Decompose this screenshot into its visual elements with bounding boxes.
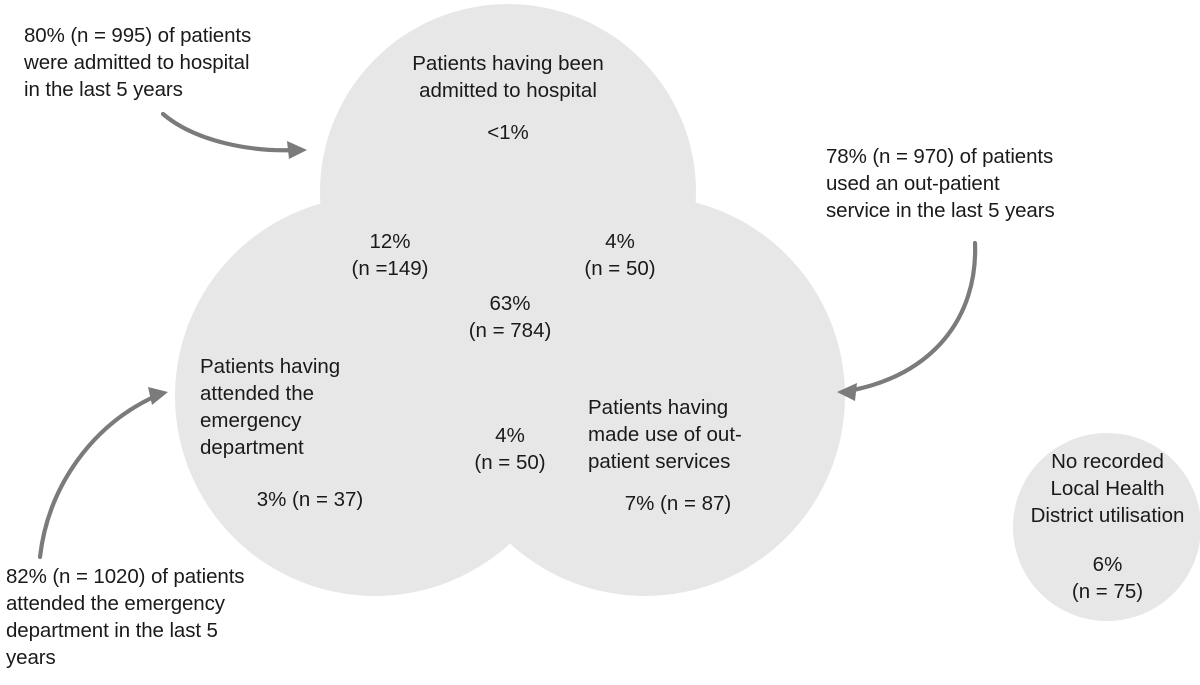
intersection-value-hospital-outpatient: 4% (n = 50) <box>584 230 656 281</box>
set-label-hospital: Patients having been admitted to hospita… <box>412 52 604 103</box>
set-value-emergency: 3% (n = 37) <box>256 488 364 511</box>
venn-circle-group <box>175 4 845 596</box>
venn-circle-outpatient <box>445 196 845 596</box>
arrow-line-admitted <box>160 111 299 153</box>
intersection-value-emergency-hospital: 12% (n =149) <box>351 230 429 281</box>
annotation-outpatient-services: 78% (n = 970) of patients used an out-pa… <box>826 145 1055 223</box>
set-value-no-utilisation: 6% (n = 75) <box>1071 553 1144 604</box>
arrow-line-outpatient <box>845 240 978 394</box>
venn-circle-no-utilisation <box>1013 433 1200 621</box>
callout-arrows <box>37 111 978 560</box>
annotation-hospital-admissions: 80% (n = 995) of patients were admitted … <box>24 24 252 102</box>
callout-arrowheads <box>148 141 857 405</box>
intersection-value-emergency-outpatient: 4% (n = 50) <box>474 424 546 475</box>
arrow-head-outpatient <box>837 383 857 401</box>
set-value-outpatient: 7% (n = 87) <box>624 492 732 515</box>
annotation-emergency-department: 82% (n = 1020) of patients attended the … <box>6 565 245 670</box>
set-label-emergency: Patients having attended the emergency d… <box>200 355 341 460</box>
set-label-outpatient: Patients having made use of out- patient… <box>588 396 742 474</box>
set-value-hospital: <1% <box>487 121 529 144</box>
arrow-head-emergency <box>148 387 168 405</box>
arrow-line-emergency <box>37 392 161 560</box>
intersection-value-all-three: 63% (n = 784) <box>468 292 552 343</box>
set-label-no-utilisation: No recorded Local Health District utilis… <box>1030 450 1185 528</box>
arrow-head-admitted <box>287 141 307 159</box>
